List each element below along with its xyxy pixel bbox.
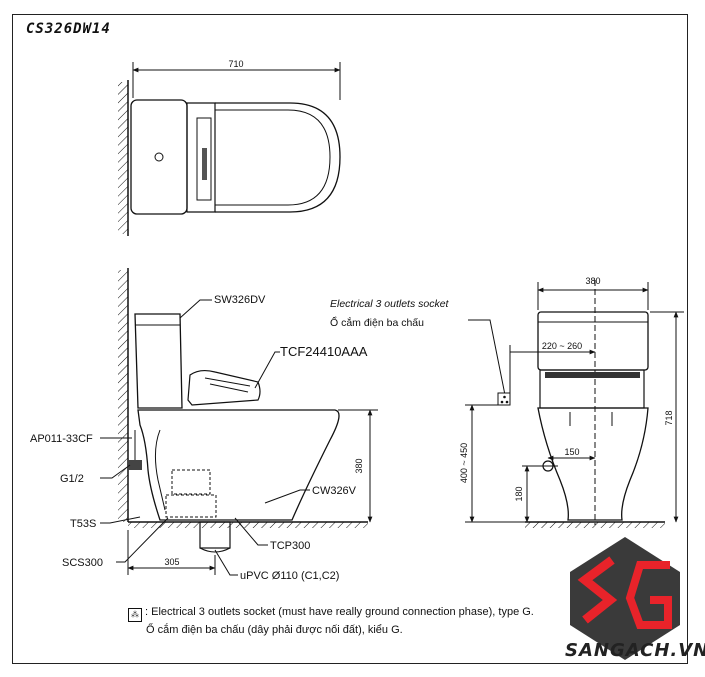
dim-width-front: 380 [585,276,600,286]
angle-valve [128,460,142,470]
legend-text-en: : Electrical 3 outlets socket (must have… [145,606,534,618]
leader-socket [468,319,506,396]
control-panel [196,117,212,201]
wall-hatch-side [118,270,128,522]
label-socket-en: Electrical 3 outlets socket [330,298,450,310]
tank-top [130,99,188,215]
label-tank: SW326DV [214,294,266,306]
dim-socket-offset: 220 ~ 260 [542,341,582,351]
leader-pipe-fitting [234,517,268,546]
dim-width-top: 710 [228,59,243,69]
dim-socket-height: 400 ~ 450 [459,443,469,483]
dim-valve-offset: 150 [564,447,579,457]
dim-total-height: 718 [664,410,674,425]
label-bowl: CW326V [312,485,357,497]
label-flange: SCS300 [62,557,103,569]
leader-bowl [264,489,310,504]
side-view [100,268,506,576]
bowl-top [215,102,341,213]
leader-seat [254,351,280,389]
label-seat: TCF24410AAA [280,344,368,359]
dim-valve-height: 180 [514,486,524,501]
legend-note: ⁂: Electrical 3 outlets socket (must hav… [128,604,534,638]
top-view [118,62,341,236]
floor-hatch-side [128,522,368,528]
label-bolt: T53S [70,518,96,530]
dim-rough-in: 305 [164,557,179,567]
label-thread: G1/2 [60,473,84,485]
legend-line-1: ⁂: Electrical 3 outlets socket (must hav… [128,604,534,622]
label-pipe-fitting: TCP300 [270,540,310,552]
bowl-front [537,407,649,521]
sg-logo [570,537,680,660]
dim-seat-height: 380 [354,458,364,473]
leader-thread [100,464,131,479]
drawing-frame [12,14,688,664]
legend-line-2: Ổ cắm điện ba chấu (dây phải được nối đấ… [146,624,403,636]
flush-button-icon [154,152,164,162]
label-socket-vi: Ổ cắm điện ba chấu [330,316,424,329]
socket-icon: ⁂ [128,608,142,622]
seat-side [187,369,261,406]
leader-pipe [214,549,238,576]
tank-side [134,313,183,409]
label-pipe: uPVC Ø110 (C1,C2) [240,570,339,582]
front-view [465,280,684,528]
wall-hatch-top [118,82,128,234]
leader-bolt [100,516,141,524]
model-code: CS326DW14 [26,21,111,37]
bowl-side [137,409,340,521]
drain-pipe [199,521,231,549]
label-valve: AP011-33CF [30,433,93,445]
brand-watermark: SANGACH.VN [565,640,705,661]
leader-flange [116,517,169,563]
socket-symbol [497,392,511,406]
leader-tank [179,299,212,319]
